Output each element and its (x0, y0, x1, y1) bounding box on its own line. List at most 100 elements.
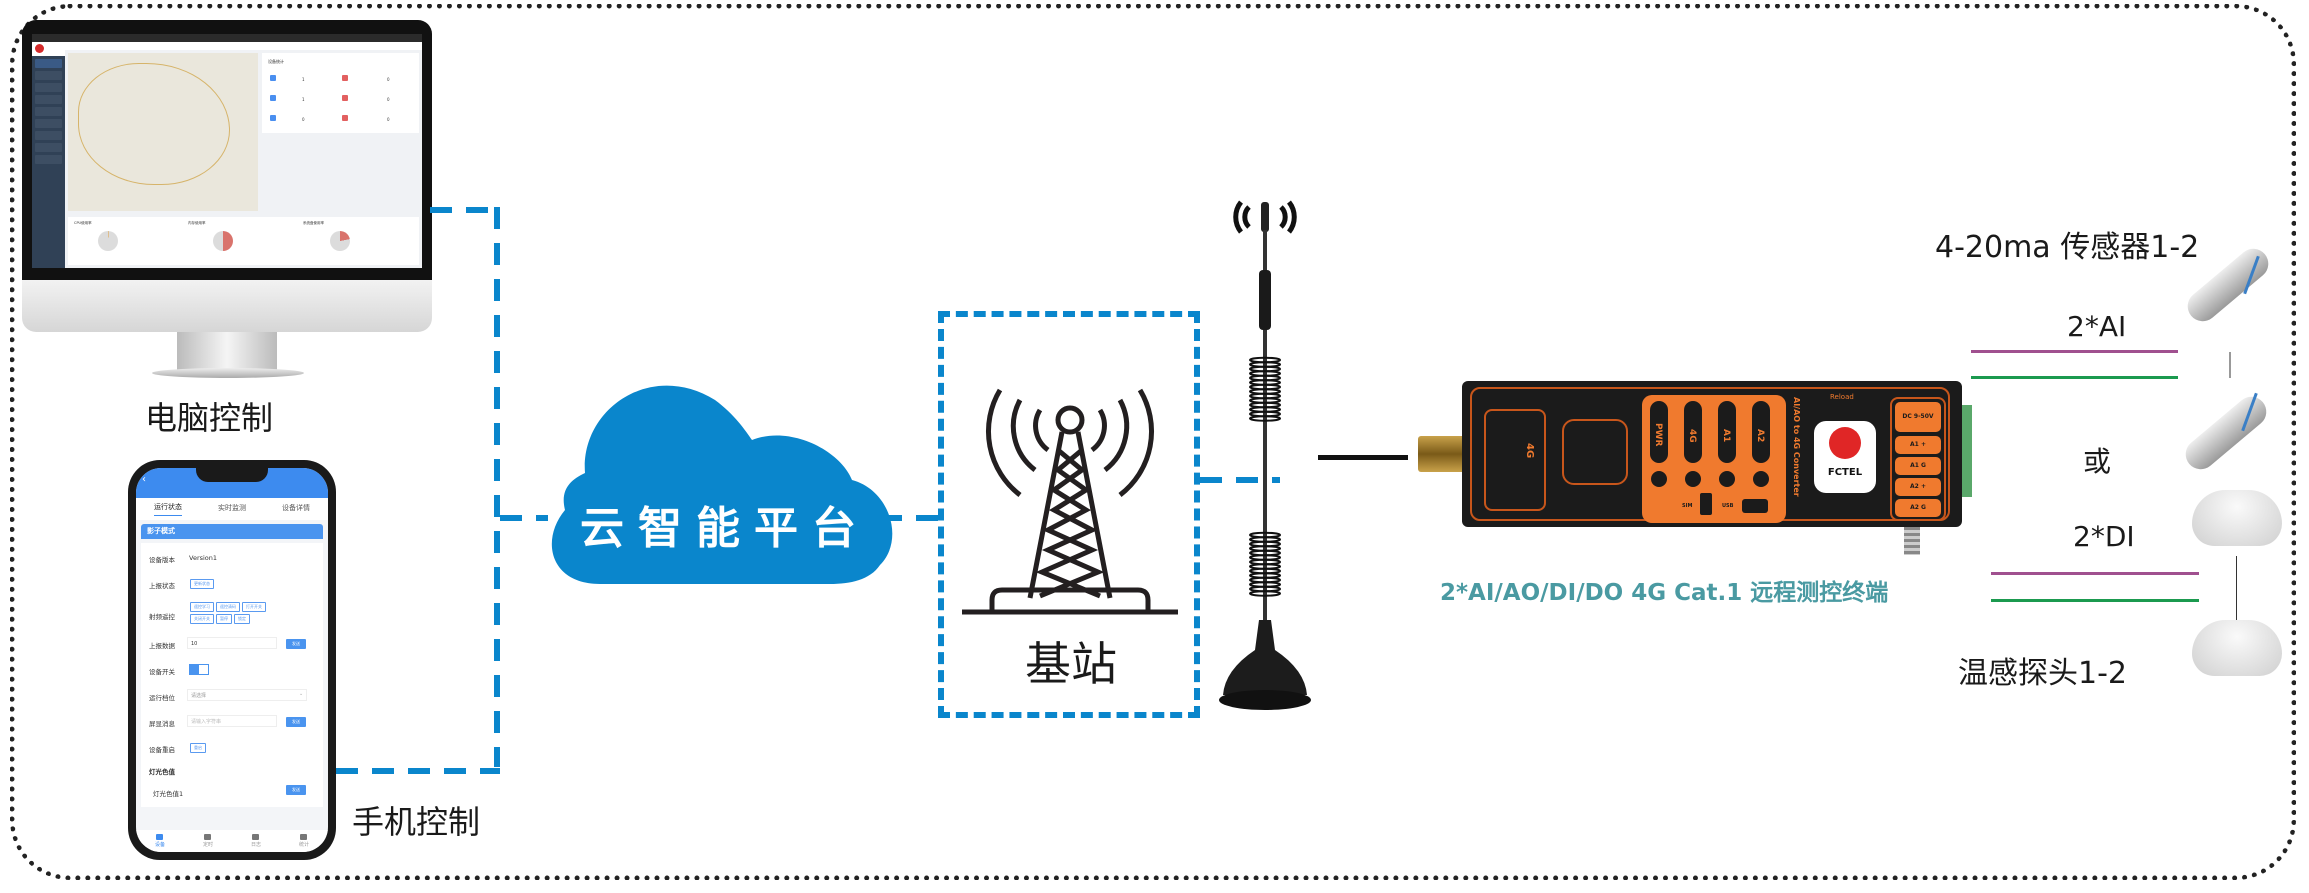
wave-icon (1719, 471, 1735, 487)
stat-icon (270, 75, 276, 81)
terminal-label: A1 G (1910, 462, 1926, 469)
mobile-control-label: 手机控制 (352, 803, 481, 841)
ai-wire-green (1971, 376, 2178, 379)
reboot-button[interactable]: 重启 (190, 743, 206, 753)
footer-tab-stats[interactable]: 统计 (299, 834, 309, 848)
terminal: A2 + (1895, 478, 1941, 496)
footer-tab-device[interactable]: 设备 (155, 834, 165, 848)
terminal-block: DC 9-50V A1 + A1 G A2 + A2 G (1890, 397, 1946, 521)
device-caption: 2*AI/AO/DI/DO 4G Cat.1 远程测控终端 (1440, 580, 1889, 606)
ai-label: 2*AI (2067, 310, 2127, 343)
terminal: A2 G (1895, 499, 1941, 517)
row-report-status: 上报状态 更新状态 (141, 571, 323, 597)
footer-tab-label: 日志 (250, 842, 261, 848)
chart-icon (300, 834, 308, 840)
report-status-key: 上报状态 (149, 582, 175, 590)
ai-wire-purple (1971, 350, 2178, 353)
sidebar-item[interactable] (35, 143, 62, 152)
mobile-link (336, 768, 500, 774)
sidebar-item[interactable] (35, 107, 62, 116)
app-tabs: 运行状态 实时监测 设备详情 (136, 498, 328, 520)
logo-mark (35, 44, 44, 53)
row-reboot: 设备重启重启 (141, 735, 323, 761)
terminal: A1 + (1895, 436, 1941, 454)
sensor-link (2229, 352, 2231, 378)
sidebar-item[interactable] (35, 131, 62, 140)
usb-label: USB (1722, 503, 1734, 509)
sim-label: SIM (1682, 503, 1693, 509)
rf-button[interactable]: 遥控学习 (190, 602, 214, 612)
send-button[interactable]: 发送 (286, 717, 306, 727)
di-wire-green (1991, 599, 2199, 602)
gear-select[interactable]: 请选择 (187, 689, 307, 701)
terminal: DC 9-50V (1895, 402, 1941, 432)
tab-realtime[interactable]: 实时监测 (218, 503, 246, 512)
cell-tower-icon (962, 388, 1178, 615)
tab-device-details[interactable]: 设备详情 (282, 503, 310, 512)
base-station-label: 基站 (1025, 637, 1117, 691)
reload-label: Reload (1830, 393, 1854, 401)
terminal-label: A2 G (1910, 504, 1926, 511)
terminal-label: A1 + (1910, 441, 1926, 448)
footer-tab-label: 定时 (202, 842, 213, 848)
rf-button[interactable]: 锁定 (234, 614, 250, 624)
back-icon[interactable]: ‹ (142, 474, 146, 485)
browser-bar (32, 34, 422, 42)
sidebar-item[interactable] (35, 119, 62, 128)
pc-mobile-trunk (494, 207, 500, 767)
footer-tab-timer[interactable]: 定时 (203, 834, 213, 848)
terminal-connector (1962, 405, 1972, 497)
device-map[interactable] (68, 53, 258, 211)
rf-button[interactable]: 关闭开关 (190, 614, 214, 624)
version-value: Version1 (189, 554, 218, 562)
sensor-title: 4-20ma 传感器1-2 (1935, 230, 2200, 265)
sidebar-item[interactable] (35, 83, 62, 92)
send-button[interactable]: 发送 (286, 639, 306, 649)
version-key: 设备版本 (149, 556, 175, 564)
tab-run-status[interactable]: 运行状态 (154, 502, 182, 516)
led-label: 4G (1687, 429, 1697, 443)
stat-icon (270, 95, 276, 101)
stat-value: 0 (302, 117, 305, 122)
monitor-base (152, 368, 304, 378)
sidebar-item[interactable] (35, 59, 62, 68)
smoke-detector-2 (2192, 620, 2282, 676)
diagram-border (10, 4, 2296, 880)
screen-msg-input[interactable]: 请输入字符串 (187, 715, 277, 727)
sidebar-item[interactable] (35, 71, 62, 80)
rf-button[interactable]: 打开开关 (242, 602, 266, 612)
update-status-button[interactable]: 更新状态 (190, 579, 214, 589)
antenna-coil-upper (1249, 356, 1281, 422)
sidebar-item[interactable] (35, 155, 62, 164)
disk-pie (330, 231, 350, 251)
rf-button[interactable]: 遥控清码 (216, 602, 240, 612)
send-button[interactable]: 发送 (286, 785, 306, 795)
footer-tab-log[interactable]: 日志 (251, 834, 261, 848)
smoke-detector-1 (2192, 490, 2282, 546)
stat-icon (342, 95, 348, 101)
monitor-chin (22, 280, 432, 332)
footer-tab-label: 统计 (298, 842, 309, 848)
di-label: 2*DI (2073, 520, 2135, 553)
sidebar-item[interactable] (35, 95, 62, 104)
report-data-input[interactable]: 10 (187, 637, 277, 649)
terminal-label: A2 + (1910, 483, 1926, 490)
terminal-label: DC 9-50V (1902, 413, 1934, 420)
stat-value: 0 (387, 77, 390, 82)
row-gear: 运行档位请选择⌄ (141, 683, 323, 709)
light-section-title: 灯光色值 (149, 768, 175, 776)
row-switch: 设备开关 (141, 657, 323, 683)
chart-title: 系统盘使用率 (303, 221, 324, 225)
brand-logo: FCTEL (1814, 421, 1876, 493)
led-label: A2 (1755, 429, 1765, 443)
device-switch-toggle[interactable] (189, 664, 209, 675)
or-label: 或 (2083, 445, 2112, 478)
stat-icon (342, 75, 348, 81)
detector-link (2236, 556, 2237, 622)
led-slot (1684, 401, 1702, 463)
rf-button[interactable]: 暂停 (216, 614, 232, 624)
footer-tab-label: 设备 (154, 842, 165, 848)
